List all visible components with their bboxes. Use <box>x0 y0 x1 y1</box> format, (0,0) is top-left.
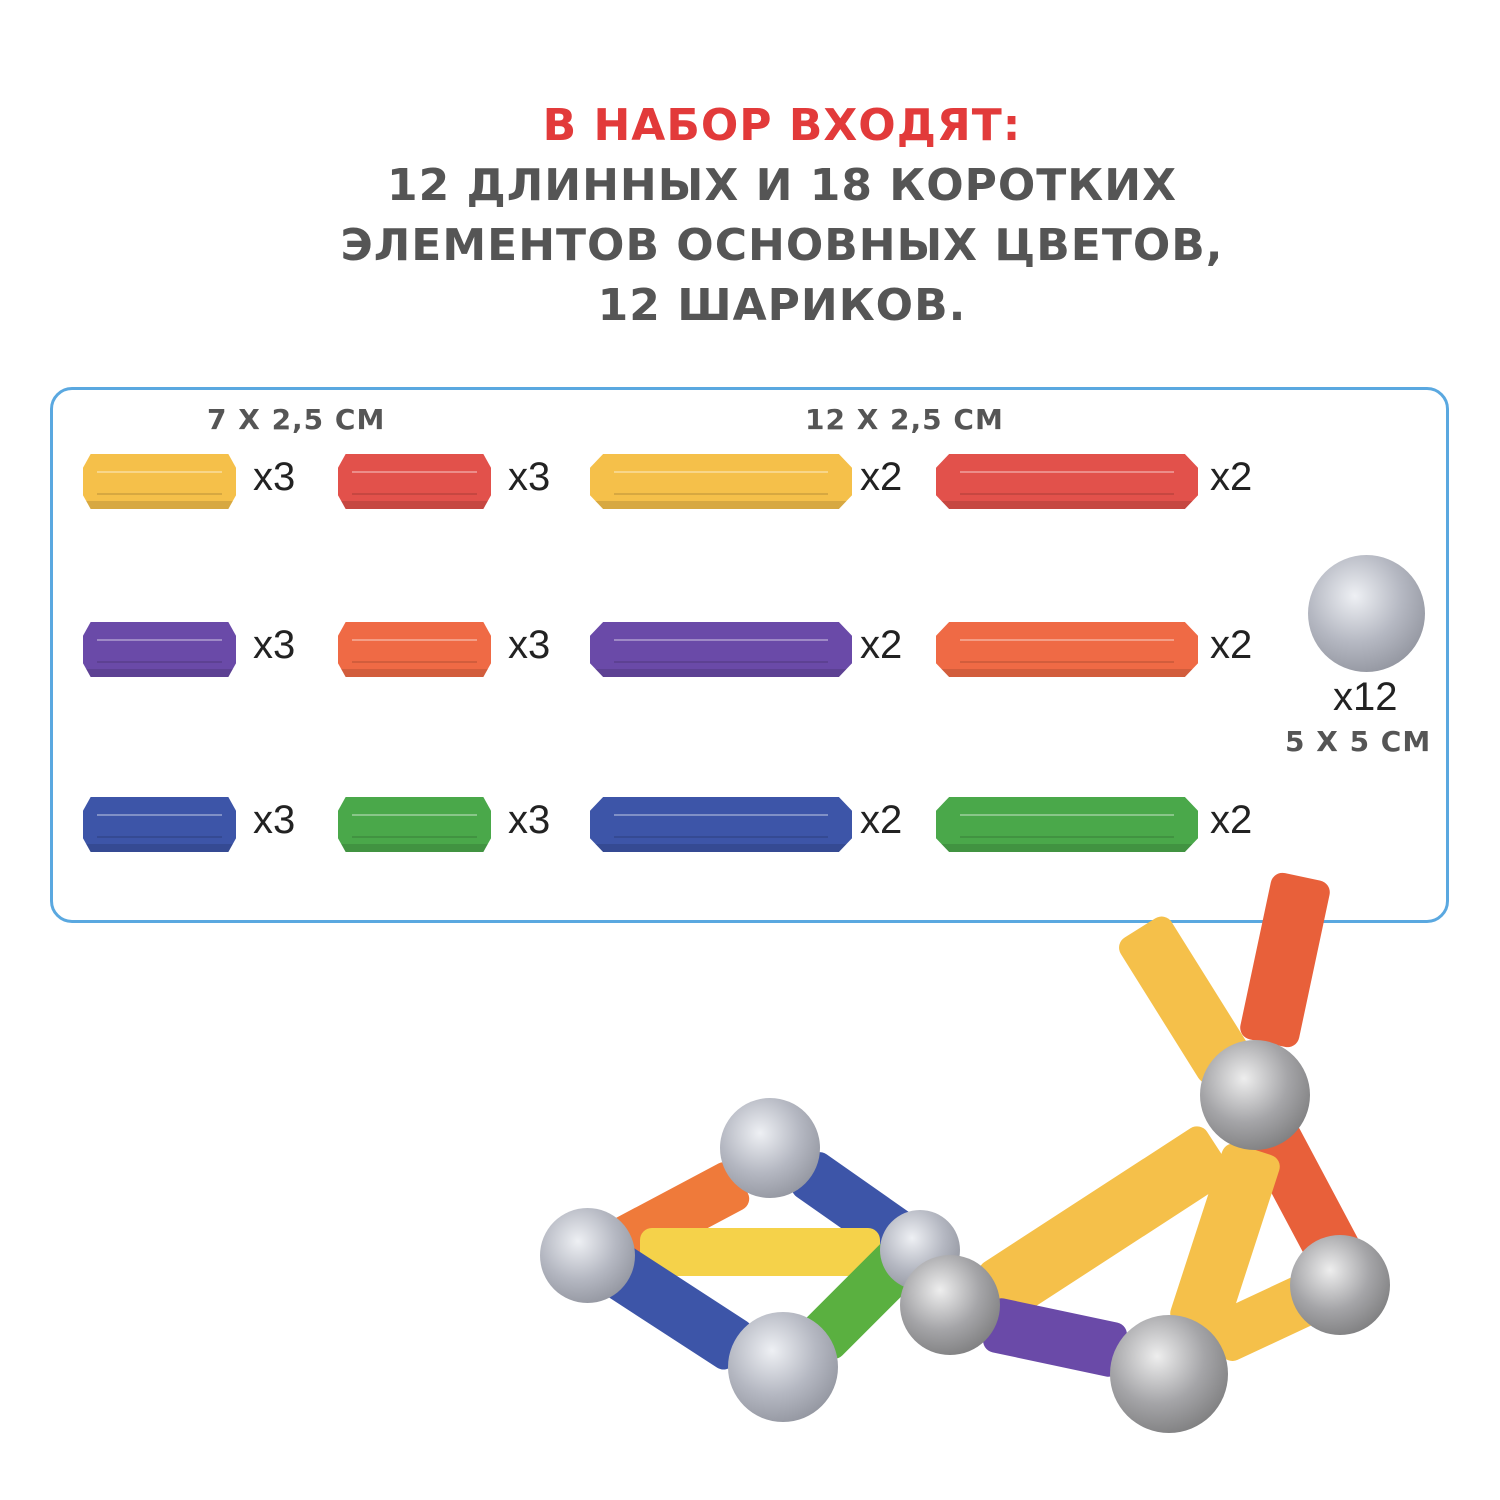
short-rod-image <box>338 454 491 509</box>
long-rod-image <box>590 797 852 852</box>
long-rod-count: x2 <box>1210 623 1253 667</box>
short-rod-image <box>83 622 236 677</box>
short-rod-count: x3 <box>253 798 296 842</box>
long-rod-image <box>936 454 1198 509</box>
ball-count: x12 <box>1333 675 1398 719</box>
short-rod-image <box>338 622 491 677</box>
long-rod-image <box>936 622 1198 677</box>
subtitle-line-2: ЭЛЕМЕНТОВ ОСНОВНЫХ ЦВЕТОВ, <box>340 220 1224 271</box>
short-rod-count: x3 <box>253 455 296 499</box>
long-rod-image <box>590 454 852 509</box>
title: В НАБОР ВХОДЯТ: <box>542 100 1022 151</box>
ball-image <box>1308 555 1425 672</box>
short-size-label: 7 X 2,5 CM <box>207 403 386 436</box>
contents-box <box>50 387 1449 923</box>
long-rod-count: x2 <box>860 623 903 667</box>
short-rod-count: x3 <box>508 455 551 499</box>
short-rod-count: x3 <box>253 623 296 667</box>
ball-size-label: 5 X 5 CM <box>1285 725 1432 758</box>
subtitle-line-3: 12 ШАРИКОВ. <box>597 280 967 331</box>
short-rod-image <box>83 797 236 852</box>
subtitle-line-1: 12 ДЛИННЫХ И 18 КОРОТКИХ <box>386 160 1178 211</box>
long-rod-count: x2 <box>1210 455 1253 499</box>
long-rod-count: x2 <box>1210 798 1253 842</box>
long-rod-image <box>590 622 852 677</box>
long-size-label: 12 X 2,5 CM <box>805 403 1004 436</box>
long-rod-count: x2 <box>860 455 903 499</box>
short-rod-count: x3 <box>508 623 551 667</box>
short-rod-image <box>83 454 236 509</box>
short-rod-image <box>338 797 491 852</box>
long-rod-count: x2 <box>860 798 903 842</box>
long-rod-image <box>936 797 1198 852</box>
short-rod-count: x3 <box>508 798 551 842</box>
